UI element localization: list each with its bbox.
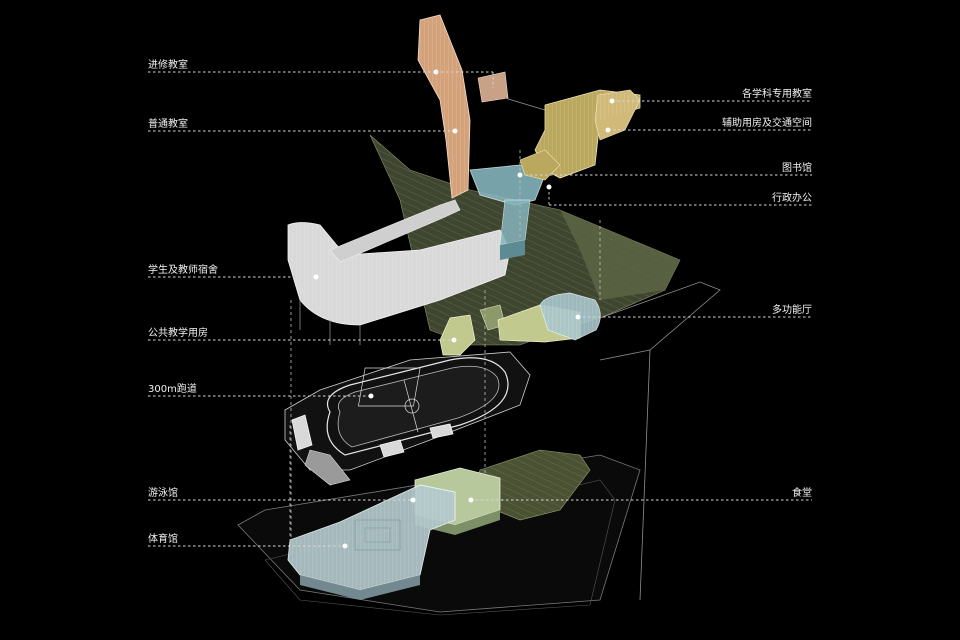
gym-natatorium-block — [287, 484, 456, 600]
label-admin-office: 行政办公 — [772, 191, 812, 204]
label-track: 300m跑道 — [148, 382, 197, 395]
label-dormitory: 学生及教师宿舍 — [148, 263, 218, 276]
projection-lines — [289, 150, 601, 545]
label-library: 图书馆 — [782, 161, 812, 174]
label-gymnasium: 体育馆 — [148, 532, 178, 545]
multipurpose-hall-block — [539, 292, 601, 341]
label-auxiliary-traffic: 辅助用房及交通空间 — [722, 116, 812, 129]
label-general-classroom: 普通教室 — [148, 117, 188, 130]
sports-field — [284, 351, 531, 486]
dormitory-block — [287, 199, 511, 345]
label-advanced-classroom: 进修教室 — [148, 58, 188, 71]
label-public-teaching: 公共教学用房 — [148, 326, 208, 339]
label-subject-classroom: 各学科专用教室 — [742, 87, 812, 100]
label-natatorium: 游泳馆 — [148, 486, 178, 499]
classroom-tower — [417, 14, 546, 199]
label-canteen: 食堂 — [792, 486, 812, 499]
leader-lines — [148, 69, 812, 549]
subject-classroom-block — [519, 89, 641, 181]
label-multipurpose-hall: 多功能厅 — [772, 303, 812, 316]
